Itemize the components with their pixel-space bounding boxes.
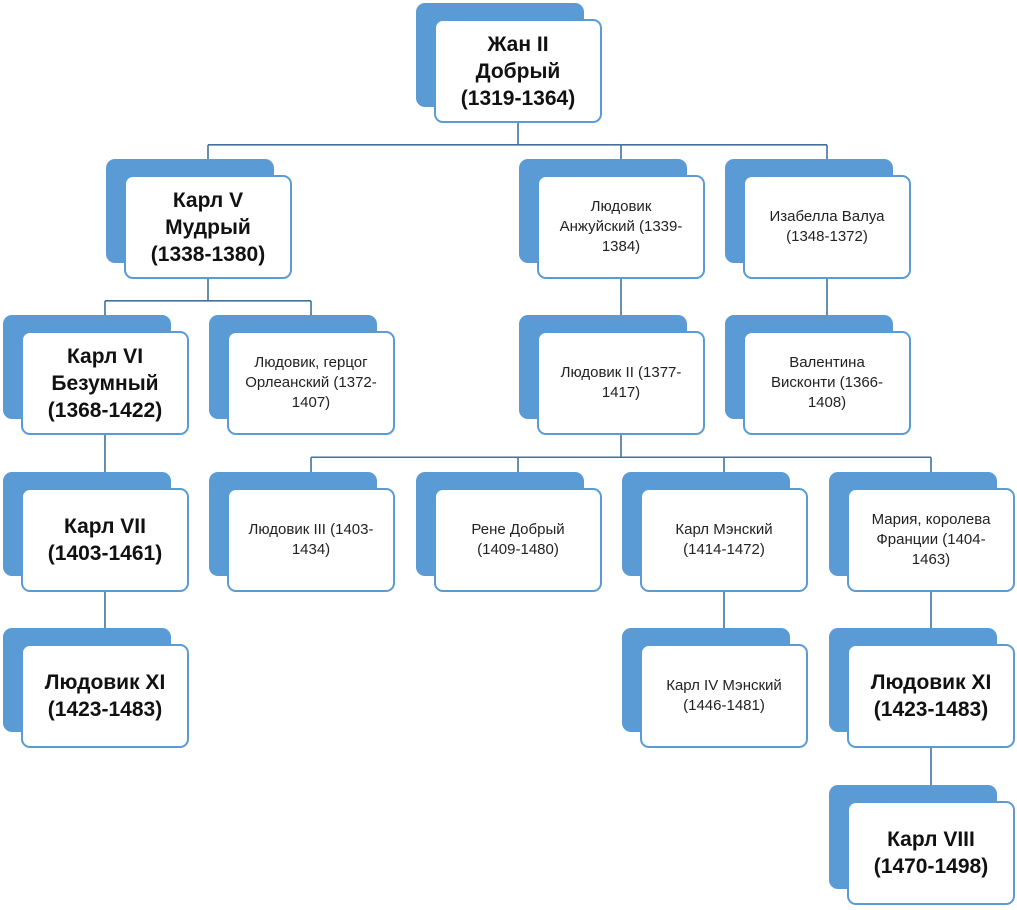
node-label: Людовик II (1377- 1417): [560, 364, 682, 401]
node-label: Карл Мэнский (1414-1472): [675, 521, 773, 558]
node-card: Карл VIII (1470-1498): [847, 801, 1015, 905]
node-label: Карл VI Безумный (1368-1422): [47, 344, 163, 422]
node-label: Изабелла Валуа (1348-1372): [769, 208, 885, 245]
node-card: Карл IV Мэнский (1446-1481): [640, 644, 808, 748]
node-card: Карл Мэнский (1414-1472): [640, 488, 808, 592]
node-card: Жан II Добрый (1319-1364): [434, 19, 602, 123]
node-card: Карл V Мудрый (1338-1380): [124, 175, 292, 279]
node-label: Людовик Анжуйский (1339- 1384): [559, 198, 683, 255]
node-label: Жан II Добрый (1319-1364): [460, 32, 576, 110]
node-card: Людовик Анжуйский (1339- 1384): [537, 175, 705, 279]
node-label: Карл VII (1403-1461): [47, 515, 163, 565]
node-label: Мария, королева Франции (1404- 1463): [871, 511, 991, 568]
node-card: Людовик XI (1423-1483): [21, 644, 189, 748]
node-label: Рене Добрый (1409-1480): [471, 521, 565, 558]
node-card: Карл VI Безумный (1368-1422): [21, 331, 189, 435]
node-label: Карл IV Мэнский (1446-1481): [666, 677, 782, 714]
node-label: Людовик III (1403- 1434): [248, 521, 374, 558]
node-label: Людовик XI (1423-1483): [44, 671, 166, 721]
node-label: Валентина Висконти (1366- 1408): [770, 354, 884, 411]
node-card: Изабелла Валуа (1348-1372): [743, 175, 911, 279]
node-card: Людовик III (1403- 1434): [227, 488, 395, 592]
node-label: Карл V Мудрый (1338-1380): [150, 188, 266, 266]
node-card: Карл VII (1403-1461): [21, 488, 189, 592]
node-card: Валентина Висконти (1366- 1408): [743, 331, 911, 435]
node-label: Людовик, герцог Орлеанский (1372- 1407): [245, 354, 377, 411]
node-label: Людовик XI (1423-1483): [870, 671, 992, 721]
node-card: Рене Добрый (1409-1480): [434, 488, 602, 592]
node-card: Людовик II (1377- 1417): [537, 331, 705, 435]
node-card: Людовик, герцог Орлеанский (1372- 1407): [227, 331, 395, 435]
node-label: Карл VIII (1470-1498): [873, 828, 989, 878]
node-card: Мария, королева Франции (1404- 1463): [847, 488, 1015, 592]
node-card: Людовик XI (1423-1483): [847, 644, 1015, 748]
